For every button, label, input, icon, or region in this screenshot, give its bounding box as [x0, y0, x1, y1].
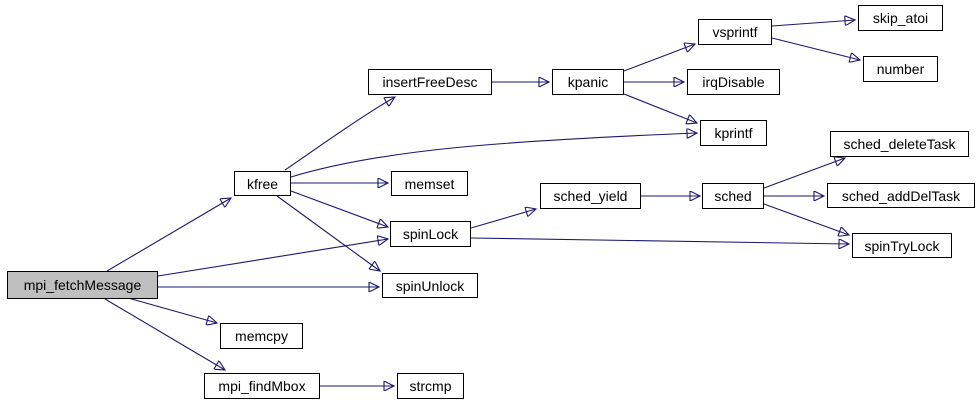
- edge-kpanic-kprintf: [623, 93, 697, 123]
- node-spinLock[interactable]: spinLock: [390, 221, 471, 247]
- edge-kfree-spinLock: [290, 190, 388, 227]
- node-kprintf[interactable]: kprintf: [700, 120, 767, 146]
- edge-vsprintf-skip_atoi: [771, 20, 855, 27]
- node-irqDisable[interactable]: irqDisable: [687, 69, 780, 95]
- edge-mpi_fetchMessage-kfree: [106, 198, 231, 272]
- edge-kfree-kprintf: [290, 133, 697, 178]
- node-skip_atoi[interactable]: skip_atoi: [858, 5, 943, 31]
- node-sched[interactable]: sched: [702, 183, 764, 209]
- node-strcmp[interactable]: strcmp: [397, 373, 464, 399]
- node-sched_deleteTask[interactable]: sched_deleteTask: [830, 131, 969, 157]
- node-spinUnlock[interactable]: spinUnlock: [382, 273, 478, 298]
- node-mpi_fetchMessage[interactable]: mpi_fetchMessage: [7, 271, 158, 299]
- node-spinTryLock[interactable]: spinTryLock: [852, 233, 952, 258]
- edge-sched-sched_deleteTask: [763, 158, 845, 189]
- edge-kfree-spinUnlock: [276, 195, 380, 271]
- edge-kpanic-vsprintf: [623, 44, 695, 72]
- node-sched_addDelTask[interactable]: sched_addDelTask: [827, 183, 975, 208]
- edge-spinLock-spinTryLock: [470, 237, 849, 244]
- node-insertFreeDesc[interactable]: insertFreeDesc: [368, 69, 492, 95]
- node-kfree[interactable]: kfree: [234, 171, 291, 196]
- node-mpi_findMbox[interactable]: mpi_findMbox: [204, 373, 320, 399]
- edge-mpi_fetchMessage-spinLock: [157, 239, 388, 277]
- edge-vsprintf-number: [771, 37, 860, 60]
- node-memset[interactable]: memset: [391, 171, 468, 196]
- node-memcpy[interactable]: memcpy: [220, 323, 303, 349]
- edge-sched-spinTryLock: [763, 203, 849, 235]
- edge-kfree-insertFreeDesc: [284, 97, 395, 171]
- edge-spinLock-sched_yield: [470, 209, 536, 229]
- edge-mpi_fetchMessage-memcpy: [127, 297, 217, 323]
- node-sched_yield[interactable]: sched_yield: [540, 183, 641, 209]
- node-number[interactable]: number: [863, 56, 938, 82]
- node-kpanic[interactable]: kpanic: [552, 69, 624, 95]
- edge-mpi_fetchMessage-mpi_findMbox: [104, 298, 225, 370]
- node-vsprintf[interactable]: vsprintf: [698, 19, 772, 45]
